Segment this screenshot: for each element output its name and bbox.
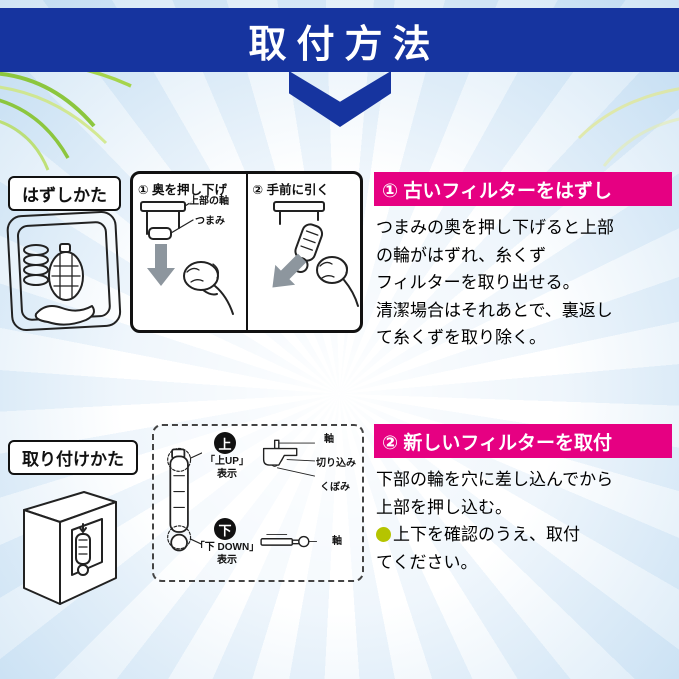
axis-callout-label: 上部の軸 bbox=[189, 196, 229, 207]
remove-step-heading-text: ① 古いフィルターをはずし bbox=[382, 180, 612, 202]
knob-callout-label: つまみ bbox=[195, 216, 225, 227]
step1-title: ① 奥を押し下げ bbox=[138, 183, 228, 197]
down-detail-illustration bbox=[260, 534, 318, 548]
dent-label: くぼみ bbox=[320, 482, 350, 493]
axis-label-up: 軸 bbox=[324, 434, 334, 445]
attach-step-heading-text: ② 新しいフィルターを取付 bbox=[382, 432, 612, 454]
step-push-down-panel: ① 奥を押し下げ 上部の軸 つまみ bbox=[133, 174, 246, 330]
down-badge: 下 bbox=[214, 518, 236, 540]
notch-label: 切り込み bbox=[316, 458, 356, 469]
palm-leaves-left-decoration bbox=[0, 59, 132, 171]
remove-section-label: はずしかた bbox=[8, 176, 121, 211]
step-pull-forward-panel: ② 手前に引く bbox=[245, 174, 361, 330]
remove-instructions-text: つまみの奥を押し下げると上部 の輪がはずれ、糸くず フィルターを取り出せる。 清… bbox=[376, 218, 614, 348]
palm-leaves-right-decoration bbox=[577, 87, 679, 167]
pull-forward-illustration bbox=[271, 201, 359, 307]
down-arrow-icon bbox=[289, 71, 391, 127]
attach-instructions-text: 下部の輪を穴に差し込んでから 上部を押し込む。 bbox=[376, 470, 614, 517]
step2-title: ② 手前に引く bbox=[252, 183, 330, 197]
up-detail-illustration bbox=[262, 439, 316, 477]
header-banner: 取付方法 bbox=[0, 8, 679, 72]
push-down-illustration bbox=[140, 200, 234, 315]
washer-filter-illustration bbox=[6, 210, 122, 332]
up-badge: 上 bbox=[214, 432, 236, 454]
down-caption: 「下 DOWN」 表示 bbox=[194, 542, 260, 566]
page-title: 取付方法 bbox=[248, 23, 441, 66]
attach-note-text: 上下を確認のうえ、取付 てください。 bbox=[376, 525, 580, 572]
attach-step-heading: ② 新しいフィルターを取付 bbox=[374, 424, 672, 458]
remove-steps-panel: ① 奥を押し下げ 上部の軸 つまみ ② 手前に引く bbox=[130, 171, 363, 333]
up-caption: 「上UP」 表示 bbox=[205, 456, 249, 480]
axis-label-down: 軸 bbox=[332, 536, 342, 547]
orientation-detail-panel: 上 「上UP」 表示 軸 切り込み くぼみ 下 「下 DOWN」 表示 軸 bbox=[152, 424, 364, 582]
wall-insert-illustration bbox=[23, 491, 117, 605]
attach-section-label: 取り付けかた bbox=[8, 440, 138, 475]
note-bullet-icon bbox=[376, 527, 391, 543]
attach-instructions-block: 下部の輪を穴に差し込んでから 上部を押し込む。 上下を確認のうえ、取付 てくださ… bbox=[376, 466, 674, 576]
remove-step-heading: ① 古いフィルターをはずし bbox=[374, 172, 672, 206]
